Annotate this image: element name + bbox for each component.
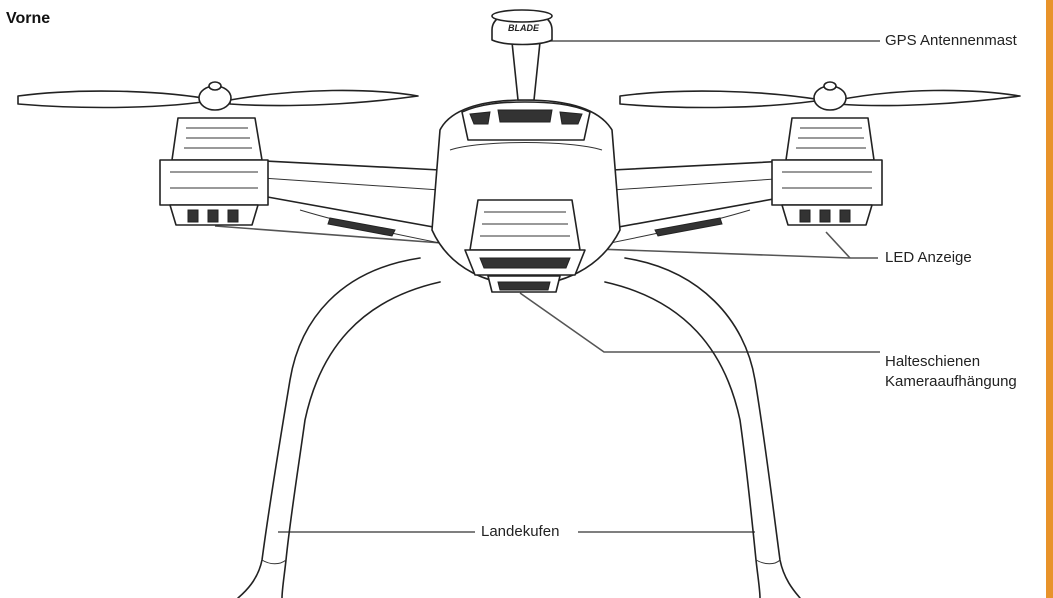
gps-logo: BLADE — [508, 23, 540, 33]
leader-lines — [214, 40, 880, 533]
landing-legs — [237, 257, 801, 598]
label-led-indicator: LED Anzeige — [885, 249, 972, 267]
label-camera-rail-line2: Kameraaufhängung — [885, 373, 1017, 390]
label-camera-rail-line1: Halteschienen — [885, 353, 981, 370]
leader-led-left — [214, 225, 878, 259]
motor-left — [17, 81, 419, 226]
label-landing-legs: Landekufen — [478, 523, 563, 541]
label-camera-rail: Halteschienen Kameraaufhängung — [885, 352, 1017, 392]
leader-led-right — [825, 231, 851, 259]
leader-rail — [519, 292, 880, 353]
motor-right — [619, 81, 1021, 226]
accent-bar — [1046, 0, 1053, 598]
page-title: Vorne — [6, 10, 51, 27]
label-gps-mast: GPS Antennenmast — [885, 32, 1017, 50]
gps-mast: BLADE — [491, 9, 553, 101]
body — [431, 99, 621, 293]
